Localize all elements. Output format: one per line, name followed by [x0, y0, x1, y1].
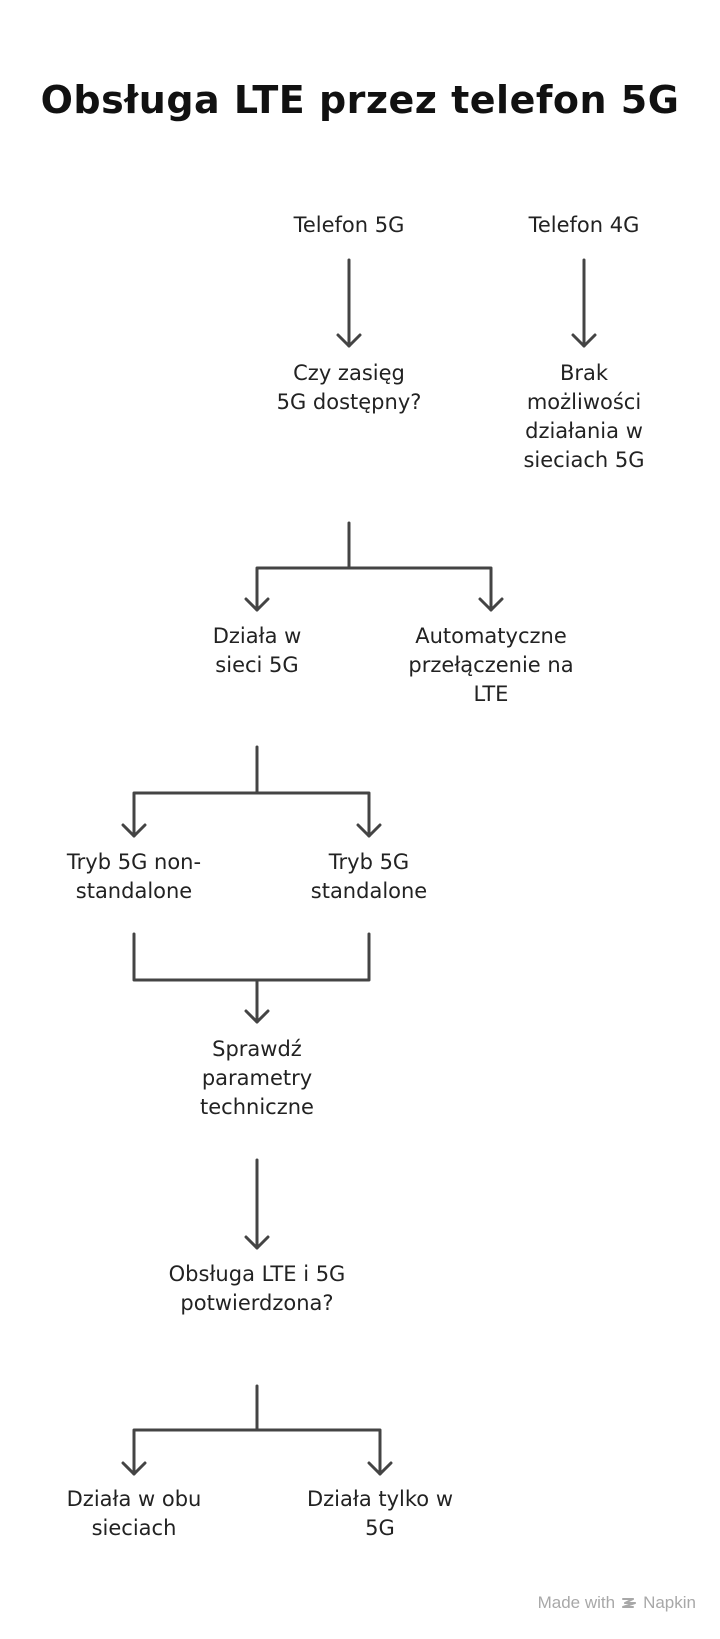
merge-modes: [132, 932, 371, 1024]
node-works-both-networks: Działa w obu sieciach: [66, 1487, 202, 1540]
arrowhead: [571, 333, 597, 348]
node-sa-mode: Tryb 5G standalone: [310, 850, 428, 903]
arrowhead: [244, 1009, 270, 1024]
node-works-in-5g: Działa w sieci 5G: [212, 624, 302, 677]
arrowhead: [244, 1235, 270, 1250]
arrowhead: [121, 1461, 147, 1476]
napkin-logo-icon: [622, 1598, 637, 1608]
node-check-parameters: Sprawdź parametry techniczne: [200, 1037, 314, 1119]
napkin-brand-label: Napkin: [643, 1593, 696, 1612]
arrowhead: [356, 823, 382, 838]
arrowhead: [336, 333, 362, 348]
branch-support: [132, 1384, 382, 1476]
arrowhead: [244, 597, 270, 612]
node-no-5g-capability: Brak możliwości działania w sieciach 5G: [523, 361, 645, 472]
arrowhead: [367, 1461, 393, 1476]
node-coverage-question: Czy zasięg 5G dostępny?: [276, 361, 422, 414]
node-telefon-4g: Telefon 4G: [528, 213, 640, 237]
made-with-label: Made with: [537, 1593, 616, 1612]
node-works-5g-only: Działa tylko w 5G: [306, 1487, 453, 1540]
node-telefon-5g: Telefon 5G: [293, 213, 405, 237]
arrowhead: [121, 823, 147, 838]
branch-works5g: [132, 745, 371, 838]
made-with-napkin-badge: Made with Napkin: [538, 1593, 696, 1613]
arrowhead: [478, 597, 504, 612]
branch-question: [255, 521, 493, 612]
diagram-title: Obsługa LTE przez telefon 5G: [40, 78, 680, 122]
node-support-question: Obsługa LTE i 5G potwierdzona?: [168, 1262, 346, 1315]
node-nsa-mode: Tryb 5G non- standalone: [66, 850, 202, 903]
node-auto-switch-lte: Automatyczne przełączenie na LTE: [408, 624, 574, 706]
